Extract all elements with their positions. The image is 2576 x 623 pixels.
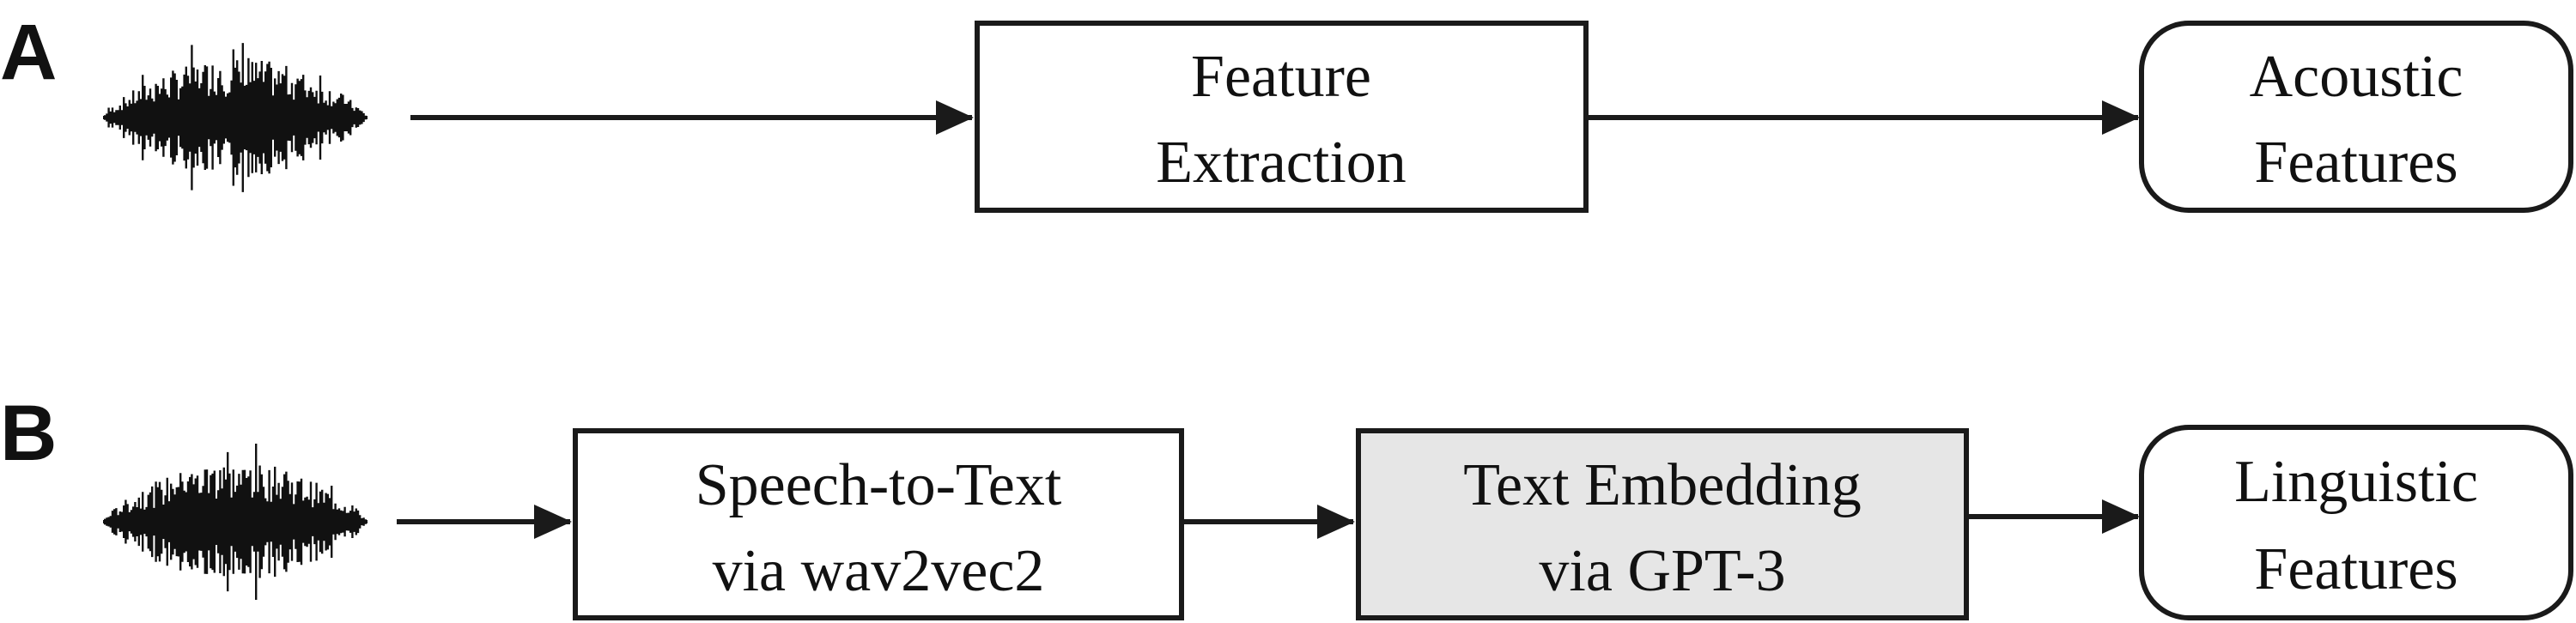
text-embedding-line2: via GPT-3 bbox=[1539, 538, 1785, 604]
panel-b: B Speech-to-Text via wav2vec2 Text Embed… bbox=[0, 390, 2573, 620]
linguistic-features-line2: Features bbox=[2254, 536, 2458, 602]
acoustic-features-line2: Features bbox=[2254, 130, 2458, 196]
text-embedding-box bbox=[1356, 428, 1969, 620]
linguistic-features-line1: Linguistic bbox=[2234, 449, 2478, 515]
panel-a-label: A bbox=[0, 9, 57, 96]
feature-extraction-line2: Extraction bbox=[1156, 130, 1406, 196]
speech-to-text-line1: Speech-to-Text bbox=[696, 452, 1062, 518]
panel-b-label: B bbox=[0, 390, 57, 477]
audio-waveform-icon bbox=[103, 43, 368, 192]
linguistic-features-box bbox=[2139, 425, 2573, 620]
feature-extraction-node: Feature Extraction bbox=[975, 21, 1589, 213]
acoustic-features-line1: Acoustic bbox=[2250, 44, 2464, 110]
feature-extraction-line1: Feature bbox=[1191, 44, 1371, 110]
panel-a: A Feature Extraction Acoustic Features bbox=[0, 9, 2573, 213]
speech-to-text-line2: via wav2vec2 bbox=[713, 538, 1045, 604]
text-embedding-node: Text Embedding via GPT-3 bbox=[1356, 428, 1969, 620]
audio-waveform-icon bbox=[103, 444, 368, 600]
text-embedding-line1: Text Embedding bbox=[1463, 452, 1862, 518]
acoustic-features-node: Acoustic Features bbox=[2139, 21, 2573, 213]
speech-to-text-node: Speech-to-Text via wav2vec2 bbox=[573, 428, 1184, 620]
acoustic-features-box bbox=[2139, 21, 2573, 213]
speech-to-text-box bbox=[573, 428, 1184, 620]
linguistic-features-node: Linguistic Features bbox=[2139, 425, 2573, 620]
feature-extraction-box bbox=[975, 21, 1589, 213]
